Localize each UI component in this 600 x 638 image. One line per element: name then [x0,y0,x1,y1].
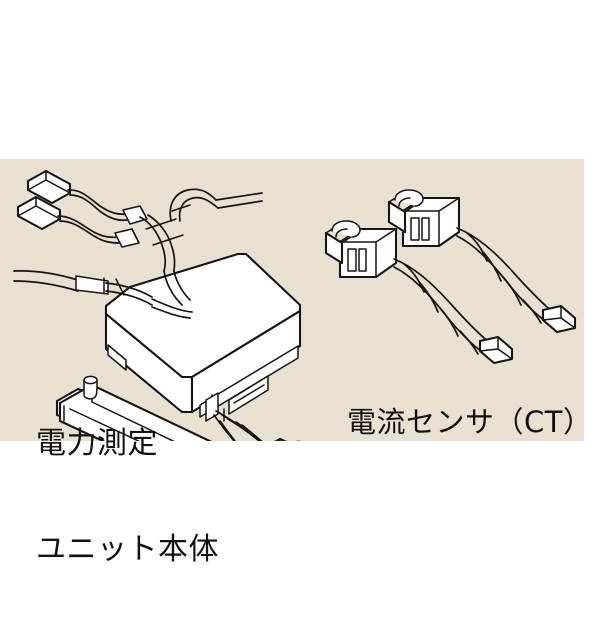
ct-sensor-2-graphic [387,189,577,334]
ct-sensor-1-graphic [324,220,514,365]
label-current-sensor: 電流センサ（CT） [347,337,592,508]
label-power-measurement-unit: 電力測定 ユニット本体 [36,355,219,638]
power-measurement-unit-graphic [13,169,302,441]
label-current-sensor-line1: 電流センサ（CT） [347,405,593,440]
label-power-unit-line1: 電力測定 [36,425,158,461]
unit-enclosure [104,252,302,422]
label-power-unit-line2: ユニット本体 [36,531,219,567]
product-line-drawing: .ln { fill:none; stroke:#171513; stroke-… [13,169,577,441]
unit-mounting-base [55,375,302,441]
illustration-panel: .ln { fill:none; stroke:#171513; stroke-… [0,159,584,441]
unit-input-wire-harness [13,169,263,319]
unit-output-wire-harness [213,410,263,441]
illustration-page: .ln { fill:none; stroke:#171513; stroke-… [0,159,592,567]
